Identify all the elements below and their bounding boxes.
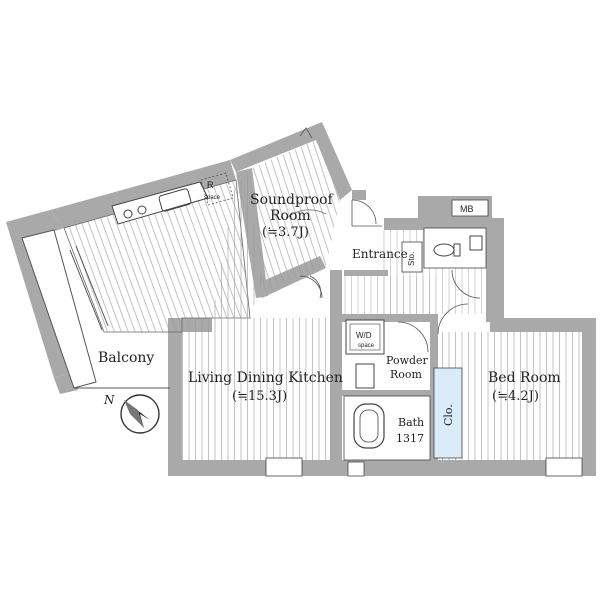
bedroom-door [437,303,469,335]
washer-sub-label: space [358,343,375,349]
meter-box [451,199,489,217]
stove-burner-icon [123,209,133,219]
entrance-label: Entrance [352,247,408,261]
soundproof-room-label-2: Room [270,208,311,224]
fridge-sub-label: space [204,195,221,201]
window-bedroom [545,457,583,477]
bedroom-label: Bed Room [488,370,561,386]
balcony-label: Balcony [98,350,154,366]
powder-sink-icon [355,363,375,389]
toilet-door [451,269,481,299]
soundproof-room-area: (≒3.7J) [262,225,309,240]
closet [433,367,463,459]
toilet-icon [433,243,455,257]
balcony-window [69,245,109,331]
powder-room-label: Powder [386,354,429,367]
entrance-door [351,199,382,227]
window-bath [347,461,365,477]
compass: N [103,393,160,434]
bedroom-area: (≒4.2J) [492,389,539,404]
sink-icon [158,188,192,212]
ldk-area: (≒15.3J) [232,389,287,404]
soundproof-room-label: Soundproof [250,192,335,208]
fridge-space [200,172,234,206]
ldk-label: Living Dining Kitchen [188,370,343,386]
bath-size: 1317 [396,432,424,445]
wash-basin-icon [469,235,483,251]
powder-door [397,321,429,353]
stove-burner-icon [137,205,147,215]
bath-label: Bath [398,416,424,429]
soundproof-details [285,127,327,299]
meter-box-label: MB [460,204,474,214]
bathtub-icon [353,403,385,449]
compass-north-label: N [103,393,115,407]
storage-label: Sto. [407,252,416,266]
window-ldk [265,457,303,477]
ldk-door [299,275,323,299]
kitchen-counter [111,181,209,225]
powder-room-label-2: Room [390,368,423,381]
fridge-label: R [207,180,214,190]
storage-box [401,241,423,273]
closet-label: Clo. [442,404,455,426]
washer-space [345,319,385,355]
washer-label: W/D [356,331,372,340]
